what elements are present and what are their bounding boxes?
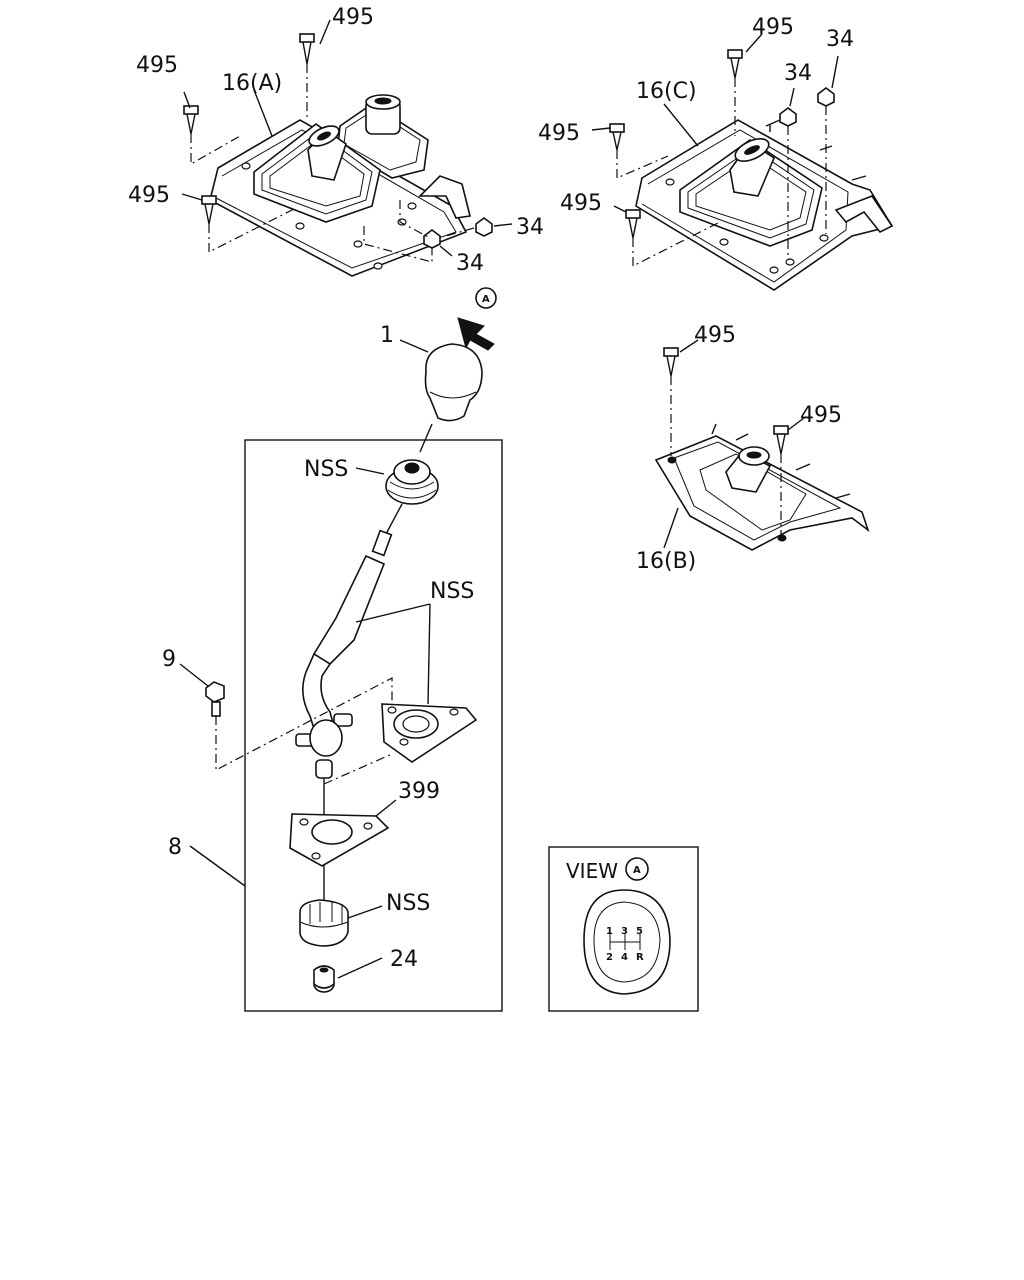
label-495: 495 [136,53,178,78]
label-16a: 16(A) [222,71,282,96]
shift-pattern-gear: 1 [606,926,613,937]
screw-495-icon [183,105,199,135]
label-9: 9 [162,647,176,672]
shift-pattern-gear: R [636,952,644,963]
screw-495-icon [201,195,217,225]
screw-495-icon [299,33,315,65]
label-8: 8 [168,835,182,860]
screw-495-icon [727,49,743,79]
screw-495-icon [625,209,641,239]
label-34: 34 [456,251,484,276]
label-nss: NSS [304,457,348,482]
label-16b: 16(B) [636,549,696,574]
label-495: 495 [800,403,842,428]
label-399: 399 [398,779,440,804]
callout-a-letter: A [482,294,490,305]
shift-pattern-gear: 4 [621,952,628,963]
label-24: 24 [390,947,418,972]
label-495: 495 [538,121,580,146]
assembly-8-box [244,439,503,1012]
view-a-arrow [457,287,497,351]
label-nss: NSS [430,579,474,604]
label-1: 1 [380,323,394,348]
view-circle-letter: A [633,865,641,876]
screw-495-icon [609,123,625,151]
shift-pattern-gear: 3 [621,926,628,937]
screw-495-icon [663,347,679,377]
bolt-9-icon [205,681,225,717]
shift-pattern-gear: 2 [606,952,613,963]
screw-495-icon [773,425,789,455]
label-495: 495 [752,15,794,40]
label-495: 495 [332,5,374,30]
label-34: 34 [826,27,854,52]
nut-34-icon [423,217,493,249]
shift-pattern-gear: 5 [636,926,643,937]
view-title: VIEW [566,859,618,883]
label-16c: 16(C) [636,79,697,104]
label-34: 34 [516,215,544,240]
label-34: 34 [784,61,812,86]
label-495: 495 [560,191,602,216]
shift-knob [399,339,483,422]
label-495: 495 [694,323,736,348]
nut-34-icon [779,87,835,127]
label-495: 495 [128,183,170,208]
panel-16b [654,339,870,551]
console-16c [591,33,894,291]
label-nss: NSS [386,891,430,916]
console-16a [181,19,513,277]
view-a-box [548,846,699,1012]
shift-lever-assembly [179,423,478,993]
